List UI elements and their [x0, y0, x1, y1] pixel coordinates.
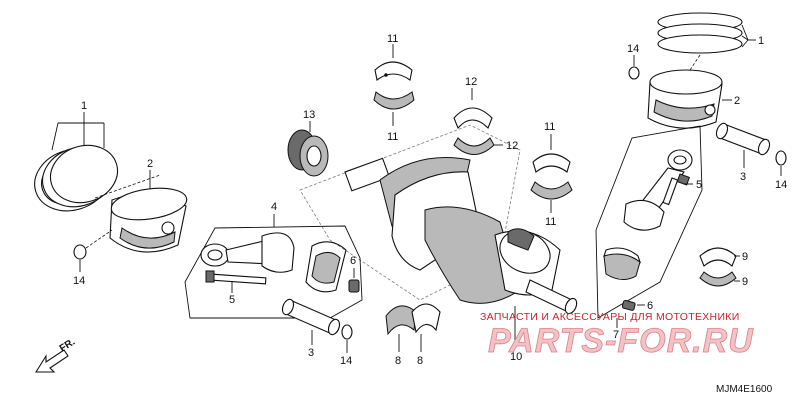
callout-upper-bearing-right-b: 9	[742, 276, 748, 288]
crankshaft	[299, 124, 578, 315]
connecting-rod-right	[623, 149, 693, 231]
piston-right	[647, 69, 723, 129]
rod-bolt-right	[662, 173, 691, 206]
nut-left	[348, 279, 360, 293]
nut-right	[621, 299, 636, 311]
watermark-brand: PARTS-FOR.RU	[488, 322, 754, 360]
callout-rod-bolt-left: 5	[229, 294, 235, 306]
clip-right	[775, 150, 787, 166]
thrust-bearing-upper	[453, 107, 493, 130]
callout-thrust-upper: 12	[465, 76, 477, 88]
callout-bearing-top-upper: 11	[387, 33, 398, 45]
callout-clip-right: 14	[775, 179, 787, 191]
rod-cap-right	[603, 247, 642, 280]
bearing-mid-lower	[530, 181, 573, 200]
callout-pin-right: 3	[740, 171, 746, 183]
gear	[287, 129, 329, 177]
main-bearing-b	[411, 303, 441, 334]
callout-main-bearing-a: 8	[395, 355, 401, 367]
rod-cap-left	[305, 241, 347, 293]
piston-rings-left	[34, 144, 119, 212]
thrust-bearing-lower	[453, 137, 495, 155]
callout-upper-bearing-right-a: 9	[742, 251, 748, 263]
callout-bearing-mid-upper: 11	[544, 121, 555, 133]
upper-bearing-right-a	[699, 247, 737, 267]
bearing-top-lower	[373, 91, 415, 110]
diagram-code: MJM4E1600	[716, 384, 773, 395]
callout-clip-top-right: 14	[627, 43, 639, 55]
callout-nut-right: 6	[647, 300, 653, 312]
callout-thrust-lower: 12	[506, 140, 518, 152]
bearing-mid-upper	[532, 153, 571, 173]
clip-bottom	[341, 324, 353, 340]
piston-pin-right	[715, 122, 771, 156]
callout-piston-left: 2	[147, 158, 153, 170]
callout-rod-bolt-right: 5	[696, 179, 702, 191]
callout-bearing-top-lower: 11	[387, 131, 398, 143]
callout-piston-right: 2	[734, 95, 740, 107]
connecting-rod-left	[200, 232, 295, 273]
clip-left	[73, 244, 87, 260]
callout-bearing-mid-lower: 11	[545, 216, 556, 228]
callout-main-bearing-b: 8	[417, 355, 423, 367]
callout-gear: 13	[303, 109, 315, 121]
callout-pin-left: 3	[308, 347, 314, 359]
callout-clip-bottom: 14	[340, 355, 352, 367]
bearing-top-upper	[374, 61, 413, 81]
piston-pin-left	[281, 298, 341, 336]
callout-crankshaft: 10	[510, 351, 522, 363]
main-bearing-a	[385, 305, 417, 336]
watermark-tagline: ЗАПЧАСТИ И АКСЕССУАРЫ ДЛЯ МОТОТЕХНИКИ	[480, 311, 740, 323]
clip-top-right	[628, 66, 640, 80]
upper-bearing-right-b	[699, 271, 737, 287]
piston-rings-right	[657, 12, 743, 54]
callout-rod-assy: 4	[271, 201, 277, 213]
callout-piston-ring-right: 1	[758, 35, 764, 47]
piston-left	[109, 187, 188, 253]
front-direction-arrow: FR.	[35, 337, 77, 373]
callout-piston-ring-left: 1	[81, 100, 87, 112]
callout-clip-left: 14	[73, 275, 85, 287]
rod-bolt-left	[205, 270, 267, 285]
callout-crank-upper-mid: 7	[613, 329, 619, 341]
callout-nut-left: 6	[350, 255, 356, 267]
